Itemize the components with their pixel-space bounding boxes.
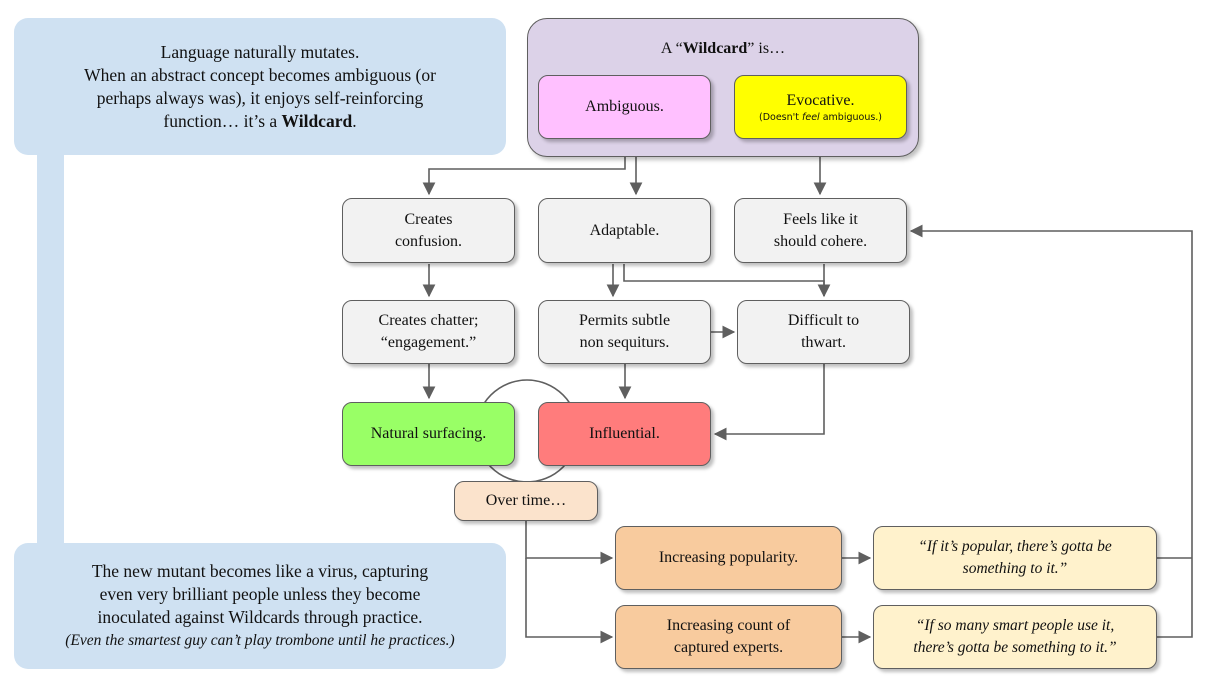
node-line: Increasing count of — [666, 617, 791, 634]
arrow-overtime-experts — [525, 558, 614, 644]
intro-callout: Language naturally mutates. When an abst… — [14, 18, 506, 155]
node-line: Natural surfacing. — [370, 425, 487, 442]
intro-wildcard-term: Wildcard — [281, 110, 353, 131]
node-adaptable: Adaptable. — [538, 198, 711, 263]
node-line: non sequiturs. — [579, 334, 670, 351]
node-line: thwart. — [801, 334, 846, 351]
node-non-sequiturs: Permits subtle non sequiturs. — [538, 300, 711, 364]
intro-line-4: function… it’s a Wildcard. — [163, 110, 356, 133]
wildcard-title: A “Wildcard” is… — [527, 40, 919, 58]
node-line: there’s gotta be something to it.” — [913, 639, 1117, 656]
node-increasing-popularity: Increasing popularity. — [615, 526, 842, 590]
evocative-note-suffix: ambiguous.) — [819, 112, 883, 123]
node-line: Increasing popularity. — [658, 549, 799, 566]
node-line: Adaptable. — [589, 221, 660, 239]
node-line: Creates chatter; — [378, 312, 479, 329]
evocative-note-prefix: (Doesn't — [758, 112, 802, 123]
node-line: Creates — [404, 210, 453, 228]
arrow-difficult-influential — [713, 364, 825, 441]
node-feels-cohere: Feels like it should cohere. — [734, 198, 907, 263]
node-line: “engagement.” — [380, 334, 477, 351]
intro-line-2: When an abstract concept becomes ambiguo… — [84, 64, 436, 85]
intro-line-4-prefix: function… it’s a — [163, 110, 282, 131]
intro-line-1: Language naturally mutates. — [160, 41, 360, 62]
node-line: Permits subtle — [578, 312, 671, 329]
node-ambiguous: Ambiguous. — [538, 75, 711, 139]
wildcard-title-suffix: ” is… — [747, 40, 786, 57]
arrow-overtime-popularity — [525, 520, 614, 565]
node-captured-experts: Increasing count of captured experts. — [615, 605, 842, 669]
node-line: something to it.” — [962, 560, 1068, 577]
node-line: “If it’s popular, there’s gotta be — [918, 538, 1112, 555]
node-over-time: Over time… — [454, 481, 598, 521]
callout-connector-bar — [37, 150, 64, 550]
node-line: “If so many smart people use it, — [915, 617, 1115, 634]
node-line: confusion. — [394, 232, 463, 250]
arrow-adaptable-difficult — [623, 264, 831, 298]
wildcard-title-prefix: A “ — [660, 40, 683, 57]
node-influential: Influential. — [538, 402, 711, 466]
virus-line-2: even very brilliant people unless they b… — [99, 584, 421, 604]
evocative-note-italic: feel — [802, 112, 820, 123]
virus-line-1: The new mutant becomes like a virus, cap… — [91, 561, 429, 581]
node-line: Feels like it — [783, 210, 858, 228]
virus-note: (Even the smartest guy can’t play trombo… — [65, 632, 455, 649]
virus-callout: The new mutant becomes like a virus, cap… — [14, 543, 506, 669]
node-evocative-label: Evocative. — [786, 92, 855, 109]
node-line: should cohere. — [773, 232, 868, 250]
virus-line-3: inoculated against Wildcards through pra… — [97, 607, 423, 627]
node-creates-chatter: Creates chatter; “engagement.” — [342, 300, 515, 364]
node-natural-surfacing: Natural surfacing. — [342, 402, 515, 466]
node-creates-confusion: Creates confusion. — [342, 198, 515, 263]
intro-line-4-suffix: . — [352, 110, 357, 131]
node-line: captured experts. — [673, 639, 784, 656]
intro-line-3: perhaps always was), it enjoys self-rein… — [96, 87, 424, 108]
node-evocative-note: (Doesn't feel ambiguous.) — [759, 112, 882, 124]
feedback-loop-line — [911, 231, 1193, 638]
wildcard-title-term: Wildcard — [682, 40, 748, 57]
node-line: Over time… — [485, 492, 567, 509]
node-ambiguous-label: Ambiguous. — [585, 98, 664, 115]
node-line: Difficult to — [787, 312, 860, 329]
node-quote-experts: “If so many smart people use it, there’s… — [873, 605, 1157, 669]
node-difficult-to-thwart: Difficult to thwart. — [737, 300, 910, 364]
node-line: Influential. — [589, 425, 660, 442]
node-quote-popular: “If it’s popular, there’s gotta be somet… — [873, 526, 1157, 590]
node-evocative: Evocative. (Doesn't feel ambiguous.) — [734, 75, 907, 139]
